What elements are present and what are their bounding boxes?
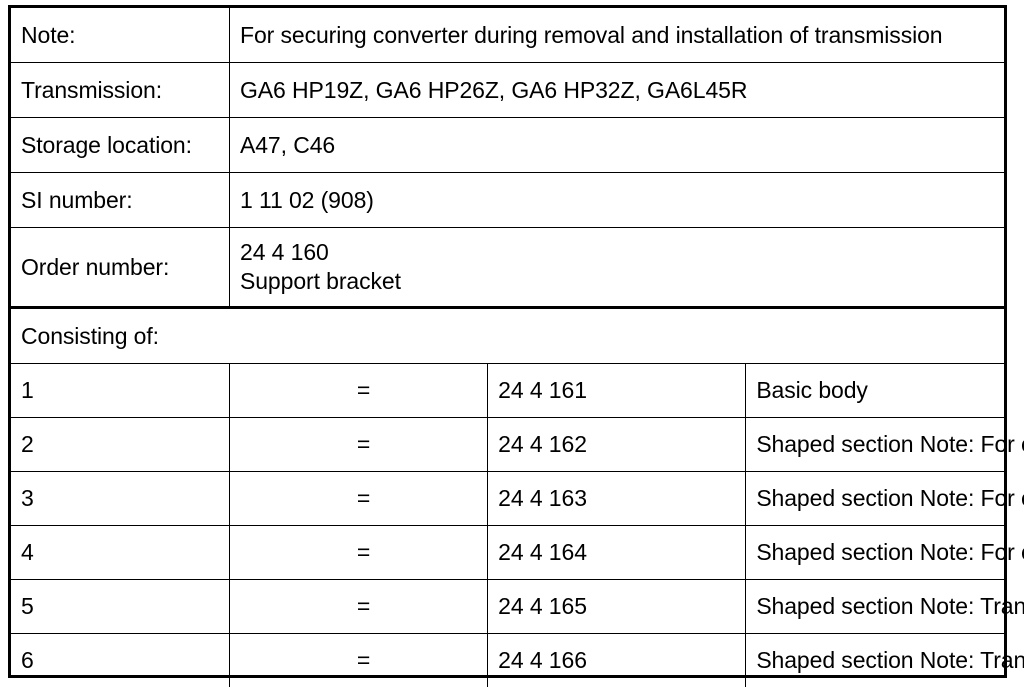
equals-sign: = bbox=[230, 418, 488, 472]
special-tool-spec-table: Note: For securing converter during remo… bbox=[8, 5, 1007, 678]
row-label-order-number: Order number: bbox=[11, 228, 230, 308]
table-row: 1 = 24 4 161 Basic body bbox=[11, 364, 1004, 418]
part-number: 24 4 166 bbox=[488, 634, 746, 687]
part-index: 2 bbox=[11, 418, 230, 472]
spec-grid: Note: For securing converter during remo… bbox=[11, 8, 1004, 687]
consisting-of-label: Consisting of: bbox=[11, 308, 1004, 364]
order-number-value: 24 4 160 bbox=[240, 238, 1004, 267]
table-row-transmission: Transmission: GA6 HP19Z, GA6 HP26Z, GA6 … bbox=[11, 63, 1004, 118]
part-index: 4 bbox=[11, 526, 230, 580]
row-value-transmission: GA6 HP19Z, GA6 HP26Z, GA6 HP32Z, GA6L45R bbox=[230, 63, 1005, 118]
part-index: 6 bbox=[11, 634, 230, 687]
table-row-note: Note: For securing converter during remo… bbox=[11, 8, 1004, 63]
equals-sign: = bbox=[230, 364, 488, 418]
part-description: Basic body bbox=[746, 364, 1004, 418]
part-index: 5 bbox=[11, 580, 230, 634]
part-number: 24 4 163 bbox=[488, 472, 746, 526]
row-label-transmission: Transmission: bbox=[11, 63, 230, 118]
part-description: Shaped section Note: Transmission: GA6L4… bbox=[746, 634, 1004, 687]
table-row-si-number: SI number: 1 11 02 (908) bbox=[11, 173, 1004, 228]
equals-sign: = bbox=[230, 472, 488, 526]
order-number-name: Support bracket bbox=[240, 267, 1004, 296]
part-description: Shaped section Note: For converter varia… bbox=[746, 526, 1004, 580]
table-row-order-number: Order number: 24 4 160 Support bracket bbox=[11, 228, 1004, 308]
row-label-note: Note: bbox=[11, 8, 230, 63]
table-row: 6 = 24 4 166 Shaped section Note: Transm… bbox=[11, 634, 1004, 687]
table-row: 5 = 24 4 165 Shaped section Note: Transm… bbox=[11, 580, 1004, 634]
equals-sign: = bbox=[230, 634, 488, 687]
equals-sign: = bbox=[230, 526, 488, 580]
part-number: 24 4 162 bbox=[488, 418, 746, 472]
part-description: Shaped section Note: Transmission: GA6 H… bbox=[746, 580, 1004, 634]
table-row: 2 = 24 4 162 Shaped section Note: For co… bbox=[11, 418, 1004, 472]
part-index: 3 bbox=[11, 472, 230, 526]
table-row-consisting-of: Consisting of: bbox=[11, 308, 1004, 364]
part-index: 1 bbox=[11, 364, 230, 418]
row-value-si-number: 1 11 02 (908) bbox=[230, 173, 1005, 228]
row-value-order-number: 24 4 160 Support bracket bbox=[230, 228, 1005, 308]
part-description: Shaped section Note: For converter varia… bbox=[746, 472, 1004, 526]
table-row: 3 = 24 4 163 Shaped section Note: For co… bbox=[11, 472, 1004, 526]
row-label-si-number: SI number: bbox=[11, 173, 230, 228]
part-number: 24 4 164 bbox=[488, 526, 746, 580]
part-description: Shaped section Note: For converter varia… bbox=[746, 418, 1004, 472]
row-label-storage-location: Storage location: bbox=[11, 118, 230, 173]
part-number: 24 4 165 bbox=[488, 580, 746, 634]
table-row: 4 = 24 4 164 Shaped section Note: For co… bbox=[11, 526, 1004, 580]
table-row-storage-location: Storage location: A47, C46 bbox=[11, 118, 1004, 173]
spec-grid-body: Note: For securing converter during remo… bbox=[11, 8, 1004, 687]
row-value-storage-location: A47, C46 bbox=[230, 118, 1005, 173]
equals-sign: = bbox=[230, 580, 488, 634]
row-value-note: For securing converter during removal an… bbox=[230, 8, 1005, 63]
part-number: 24 4 161 bbox=[488, 364, 746, 418]
